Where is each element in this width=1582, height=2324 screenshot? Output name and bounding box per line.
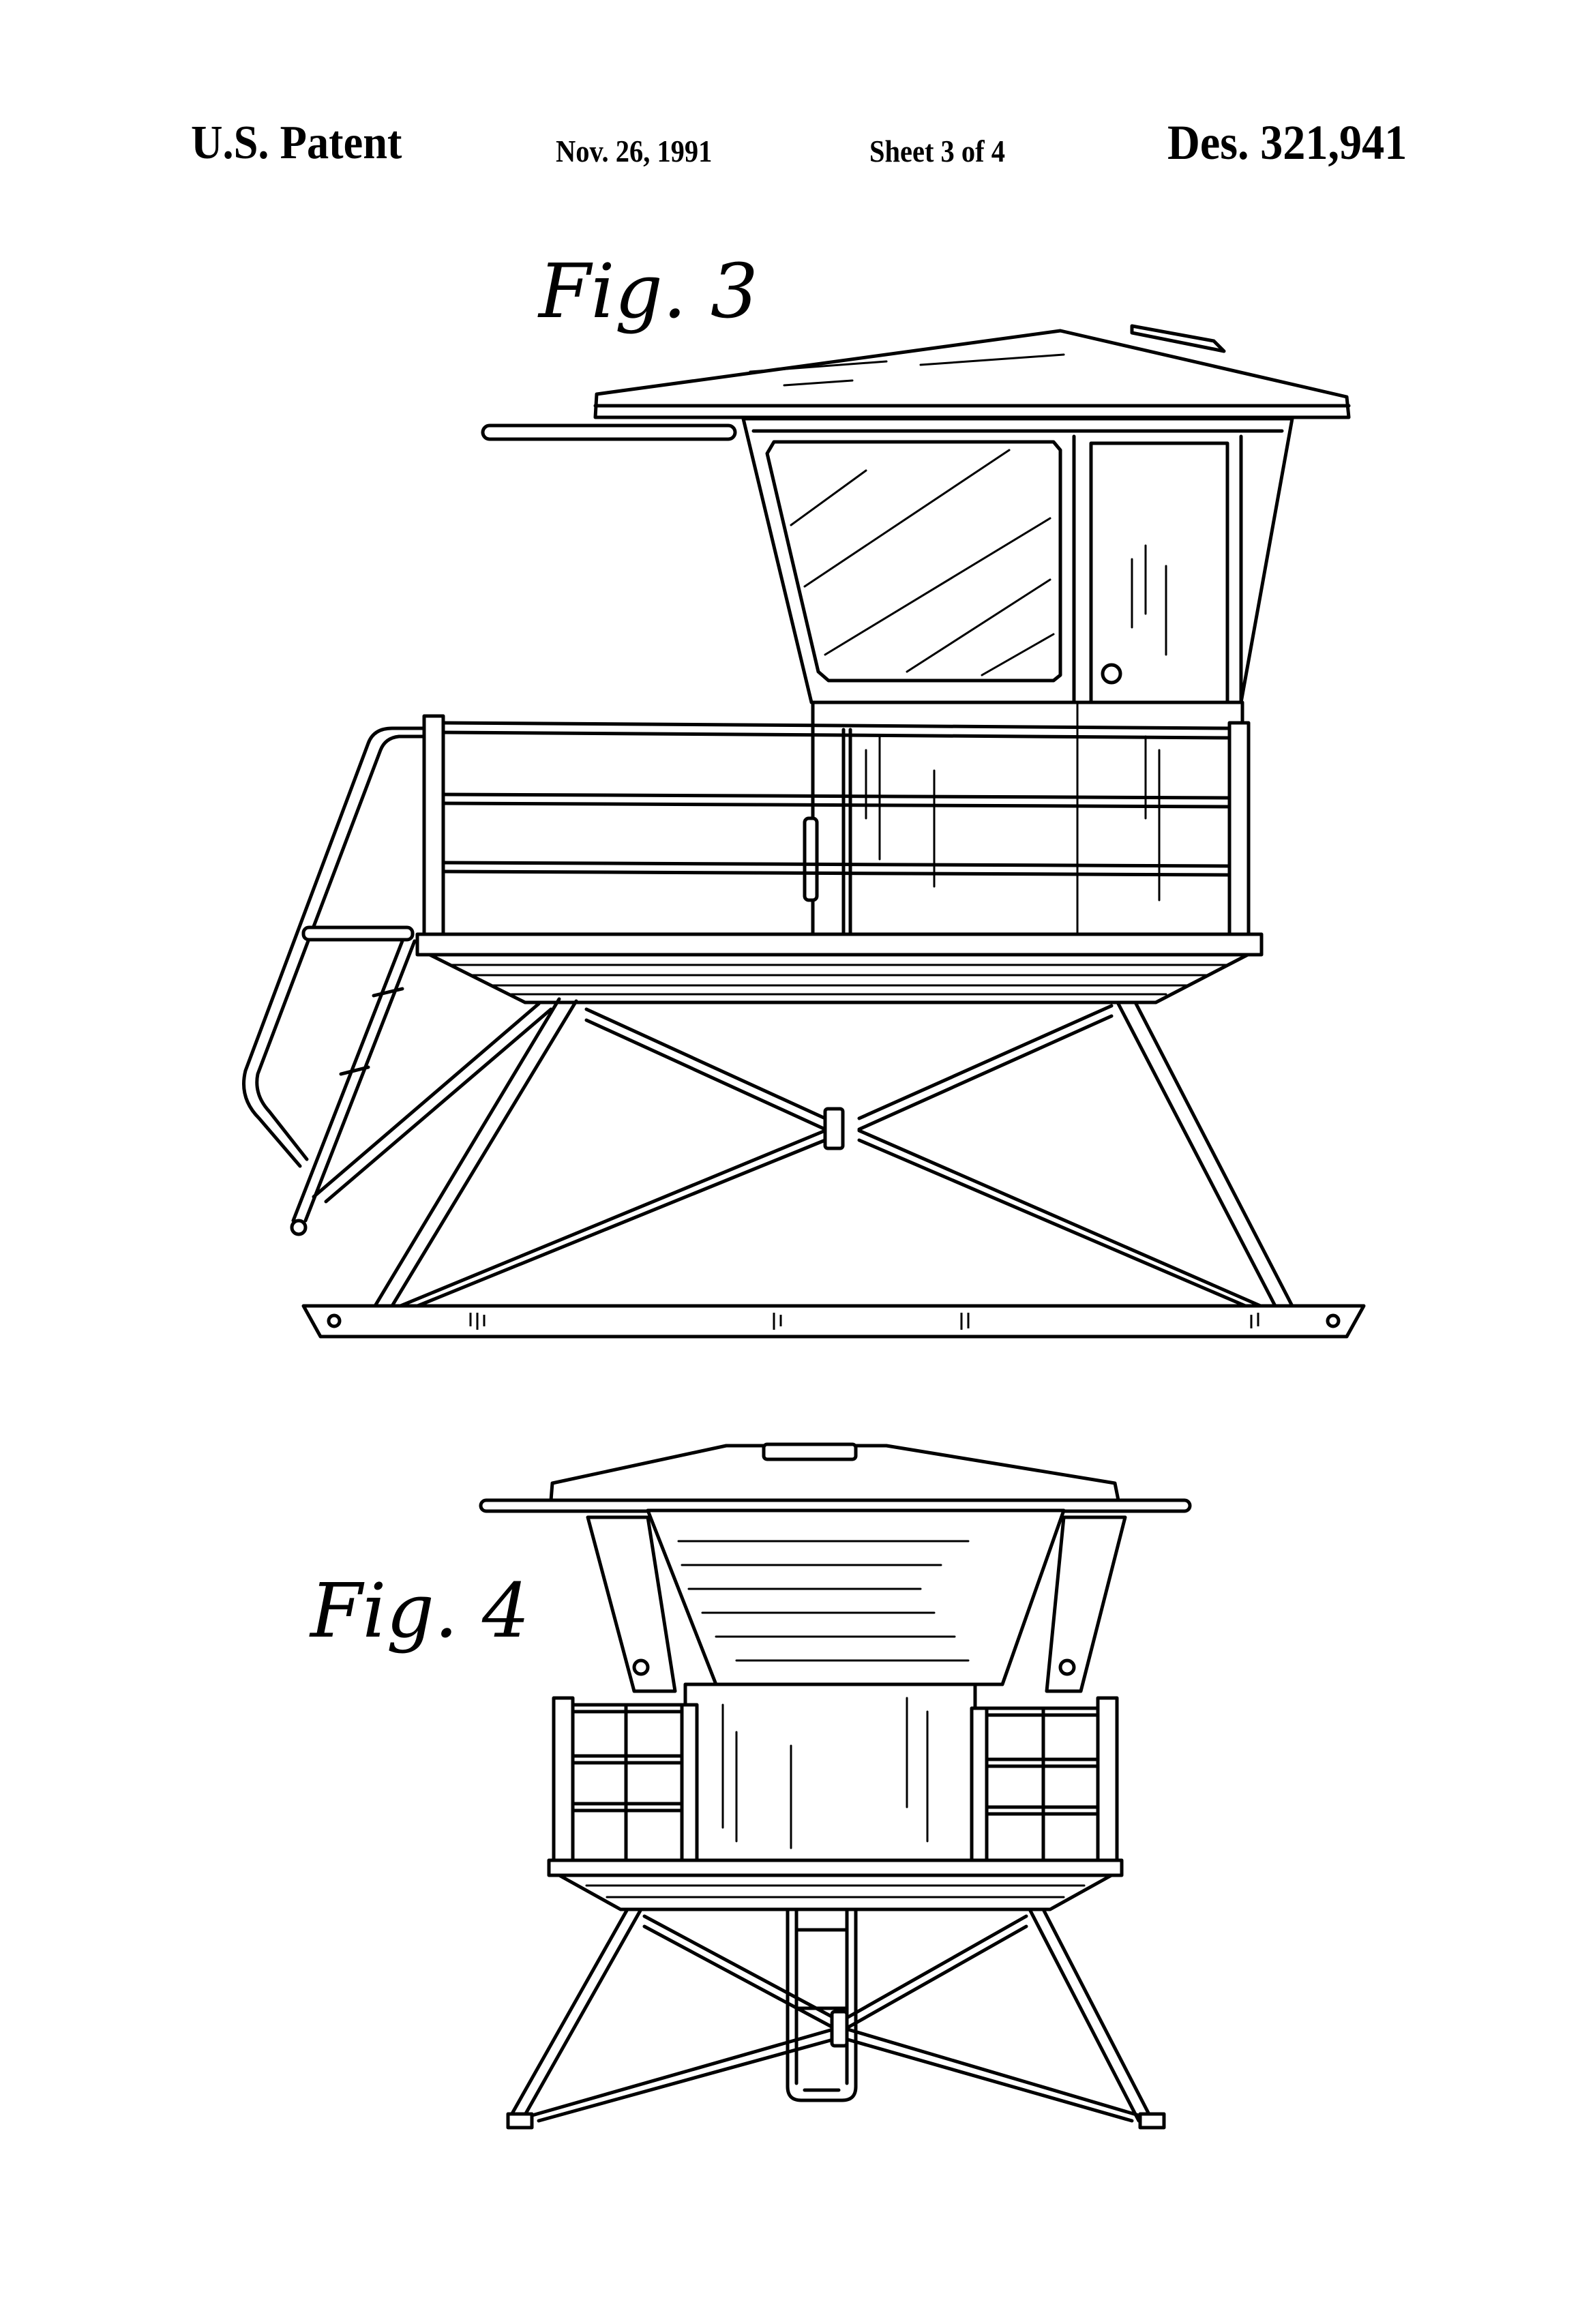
deck-underside (557, 1873, 1114, 1911)
railing-left (552, 1696, 699, 1864)
cab-front (646, 1508, 1066, 1686)
patent-office-label: U.S. Patent (191, 117, 402, 169)
patent-date: Nov. 26, 1991 (556, 134, 713, 168)
ladder (786, 1907, 858, 2102)
deck-underside (428, 953, 1250, 1004)
cabin-wall (811, 700, 1244, 943)
cab-door (1089, 441, 1229, 704)
deck-railing (422, 714, 1251, 943)
cab-side-right (1045, 1515, 1127, 1693)
cab-side-left (586, 1515, 677, 1693)
ladder-handrail (242, 726, 426, 1168)
railing-right (970, 1696, 1119, 1864)
support-frame (312, 997, 1294, 1311)
figure-4-label: Fig. 4 (309, 1567, 530, 1654)
brace-clamp (830, 2010, 849, 2048)
figure-3-label: Fig. 3 (537, 248, 758, 335)
sheet-number: Sheet 3 of 4 (869, 134, 1006, 168)
door-knob-icon (1101, 663, 1122, 685)
ladder-stringer (291, 939, 404, 1223)
cab (741, 417, 1294, 704)
sunshade-bar (481, 423, 737, 441)
roof-hatch (762, 1442, 858, 1461)
deck-platform (415, 932, 1264, 957)
cabin-wall (683, 1682, 977, 1862)
skid-base (301, 1304, 1366, 1339)
brace-clamp (823, 1107, 845, 1150)
roof (593, 324, 1351, 419)
deck-platform (547, 1858, 1124, 1877)
patent-number: Des. 321,941 (1167, 115, 1407, 170)
support-frame (506, 1907, 1166, 2130)
